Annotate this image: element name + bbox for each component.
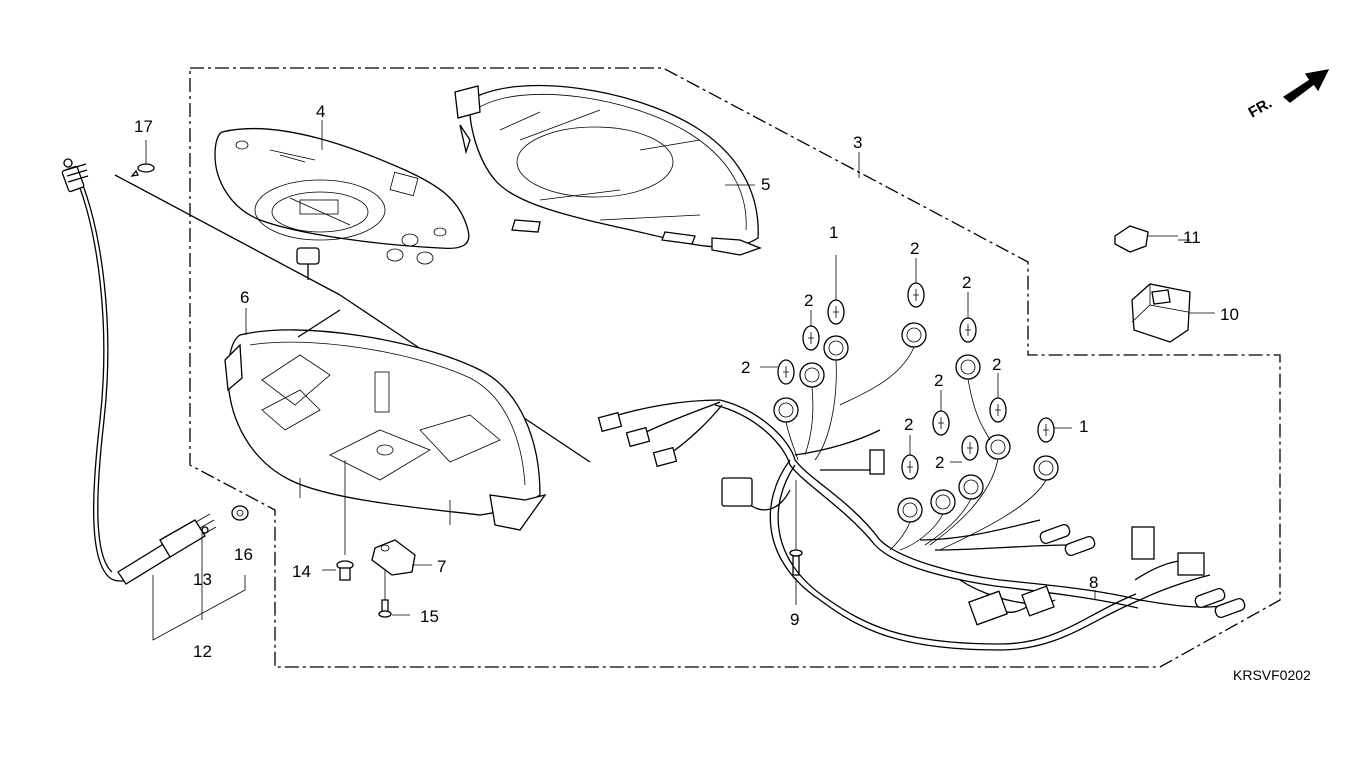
screw-9	[789, 480, 803, 605]
drawing-code: KRSVF0202	[1233, 667, 1311, 683]
speedometer-cable	[61, 158, 217, 585]
screw-14	[322, 460, 354, 581]
callout-15: 15	[420, 607, 439, 626]
callout-3: 3	[853, 133, 862, 152]
assembly-boundary	[189, 67, 1281, 668]
callout-16: 16	[234, 545, 253, 564]
callout-2: 2	[904, 415, 913, 434]
callout-2: 2	[962, 273, 971, 292]
screw-15	[378, 570, 410, 618]
callout-11: 11	[1183, 228, 1201, 247]
meter-case	[224, 308, 547, 531]
callout-12: 12	[193, 642, 212, 661]
callout-9: 9	[790, 610, 799, 629]
callout-14: 14	[292, 562, 311, 581]
callout-10: 10	[1220, 305, 1239, 324]
callout-8: 8	[1089, 573, 1098, 592]
callout-1: 1	[829, 223, 838, 242]
callout-7: 7	[437, 557, 446, 576]
bracket-7	[371, 539, 432, 576]
callout-1: 1	[1079, 417, 1088, 436]
front-arrow-icon: FR.	[1246, 69, 1330, 122]
cap-11	[1114, 225, 1178, 253]
callout-5: 5	[761, 175, 770, 194]
meter-panel	[214, 120, 470, 280]
screw-17	[130, 140, 155, 177]
washer-16	[231, 505, 249, 521]
callout-2: 2	[910, 239, 919, 258]
callout-13: 13	[193, 570, 212, 589]
bulbs	[760, 255, 1072, 480]
callout-2: 2	[741, 358, 750, 377]
callout-2: 2	[992, 355, 1001, 374]
wire-harness	[597, 322, 1246, 651]
meter-cover	[454, 84, 762, 256]
callout-6: 6	[240, 288, 249, 307]
callout-2: 2	[804, 291, 813, 310]
relay-10	[1131, 283, 1215, 343]
callout-4: 4	[316, 102, 325, 121]
callout-17: 17	[134, 117, 153, 136]
callout-2: 2	[935, 453, 944, 472]
callout-2: 2	[934, 371, 943, 390]
front-indicator: FR.	[1246, 95, 1275, 122]
